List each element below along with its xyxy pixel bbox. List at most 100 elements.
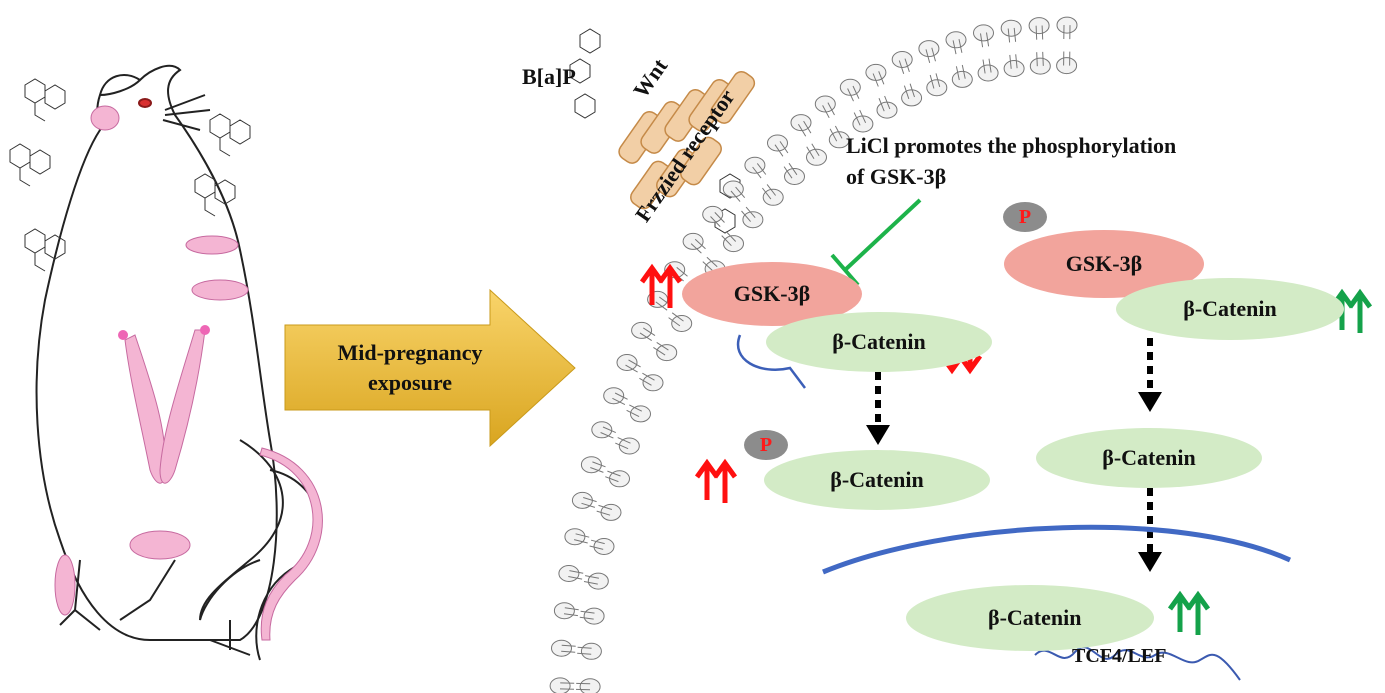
lipid-head <box>876 101 898 119</box>
lipid-tail <box>559 682 575 690</box>
lipid-head <box>784 168 805 185</box>
lipid-tail <box>730 186 746 202</box>
lipid-head <box>722 180 744 198</box>
lipid-tail <box>1036 51 1044 67</box>
lipid-tail <box>752 163 767 179</box>
lipid-tail <box>600 426 617 439</box>
lipid-head <box>580 642 602 660</box>
lipid-tail <box>878 95 891 112</box>
lipid-head <box>591 421 613 439</box>
lipid-head <box>951 70 973 88</box>
lipid-tail <box>783 162 798 179</box>
lipid-head <box>1003 60 1025 77</box>
lipid-head <box>564 528 586 546</box>
lipid-tail <box>575 682 591 691</box>
double-up-arrow-icon <box>1167 590 1211 635</box>
double-up-arrow-icon <box>639 263 683 308</box>
lipid-tail <box>579 610 595 620</box>
double-up-arrow-icon <box>694 458 738 503</box>
lipid-tail <box>639 327 656 342</box>
lipid-tail <box>561 644 576 653</box>
rat-pink-parts <box>54 105 323 641</box>
bap-molecule-icon <box>9 28 741 272</box>
lipid-tail <box>653 341 669 356</box>
lipid-head <box>806 148 827 166</box>
lipid-head <box>616 354 638 371</box>
lipid-head <box>918 40 940 58</box>
lipid-tail <box>797 120 812 137</box>
lipid-tail <box>605 470 621 483</box>
lipid-head <box>631 321 653 339</box>
lipid-head <box>551 639 572 657</box>
lipid-head <box>603 387 625 405</box>
lipid-tail <box>577 646 592 655</box>
exposure-arrow <box>284 288 576 448</box>
lipid-tail <box>929 73 941 89</box>
lipid-tail <box>762 184 776 200</box>
lipid-tail <box>829 125 843 142</box>
lipid-tail <box>626 404 643 418</box>
lipid-tail <box>982 58 992 74</box>
nuclear-membrane <box>822 524 1292 575</box>
beta-catenin-left-bottom: β-Catenin <box>764 450 990 510</box>
lipid-head <box>580 456 602 474</box>
lipid-tail <box>568 570 584 580</box>
lipid-head <box>973 24 994 42</box>
licl-label: LiCl promotes the phosphorylation of GSK… <box>846 133 1177 189</box>
lipid-tail <box>872 71 885 87</box>
lipid-tail <box>581 497 597 508</box>
lipid-tail <box>1009 54 1018 69</box>
lipid-head <box>839 78 861 96</box>
lipid-tail <box>590 461 606 473</box>
dna-squiggle <box>1034 646 1241 681</box>
lipid-head <box>901 89 923 107</box>
lipid-tail <box>1063 51 1071 66</box>
lipid-head <box>682 232 704 250</box>
lipid-head <box>891 51 913 68</box>
lipid-tail <box>741 206 756 222</box>
lipid-head <box>1056 57 1078 75</box>
lipid-tail <box>612 392 628 406</box>
exposure-label: Mid-pregnancy exposure <box>337 340 483 395</box>
lipid-head <box>790 114 812 132</box>
lipid-tail <box>898 58 910 74</box>
lipid-head <box>926 79 948 97</box>
lipid-head <box>1029 57 1051 75</box>
tcf4-lef-label: TCF4/LEF <box>1072 645 1167 667</box>
lipid-head <box>744 156 766 174</box>
licl-inhibition <box>830 198 922 287</box>
lipid-head <box>945 31 967 49</box>
lipid-tail <box>596 504 613 516</box>
gsk3b-left: GSK-3β <box>682 262 862 326</box>
lipid-tail <box>955 64 966 81</box>
lipid-tail <box>847 85 860 102</box>
lipid-tail <box>980 32 990 48</box>
bap-label: B[a]P <box>522 64 576 89</box>
lipid-tail <box>952 38 963 55</box>
lipid-tail <box>563 607 579 617</box>
lipid-head <box>549 677 571 693</box>
lipid-tail <box>690 238 706 254</box>
lipid-tail <box>583 575 599 585</box>
lipid-head <box>587 572 609 590</box>
lipid-tail <box>925 47 936 64</box>
lipid-tail <box>639 372 655 386</box>
degradation-hook <box>736 334 806 389</box>
lipid-head <box>656 344 678 362</box>
beta-catenin-right-mid: β-Catenin <box>1036 428 1262 488</box>
lipid-head <box>553 602 575 620</box>
lipid-head <box>742 211 764 229</box>
lipid-head <box>865 63 887 81</box>
lipid-tail <box>853 109 867 126</box>
lipid-head <box>618 437 640 455</box>
lipid-head <box>762 188 784 206</box>
lipid-tail <box>1035 25 1044 40</box>
lipid-tail <box>806 143 820 160</box>
lipid-tail <box>589 539 605 550</box>
frizzled-receptor-icon <box>618 70 756 210</box>
lipid-head <box>977 64 999 82</box>
lipid-head <box>702 205 724 223</box>
beta-catenin-nucleus: β-Catenin <box>906 585 1154 651</box>
